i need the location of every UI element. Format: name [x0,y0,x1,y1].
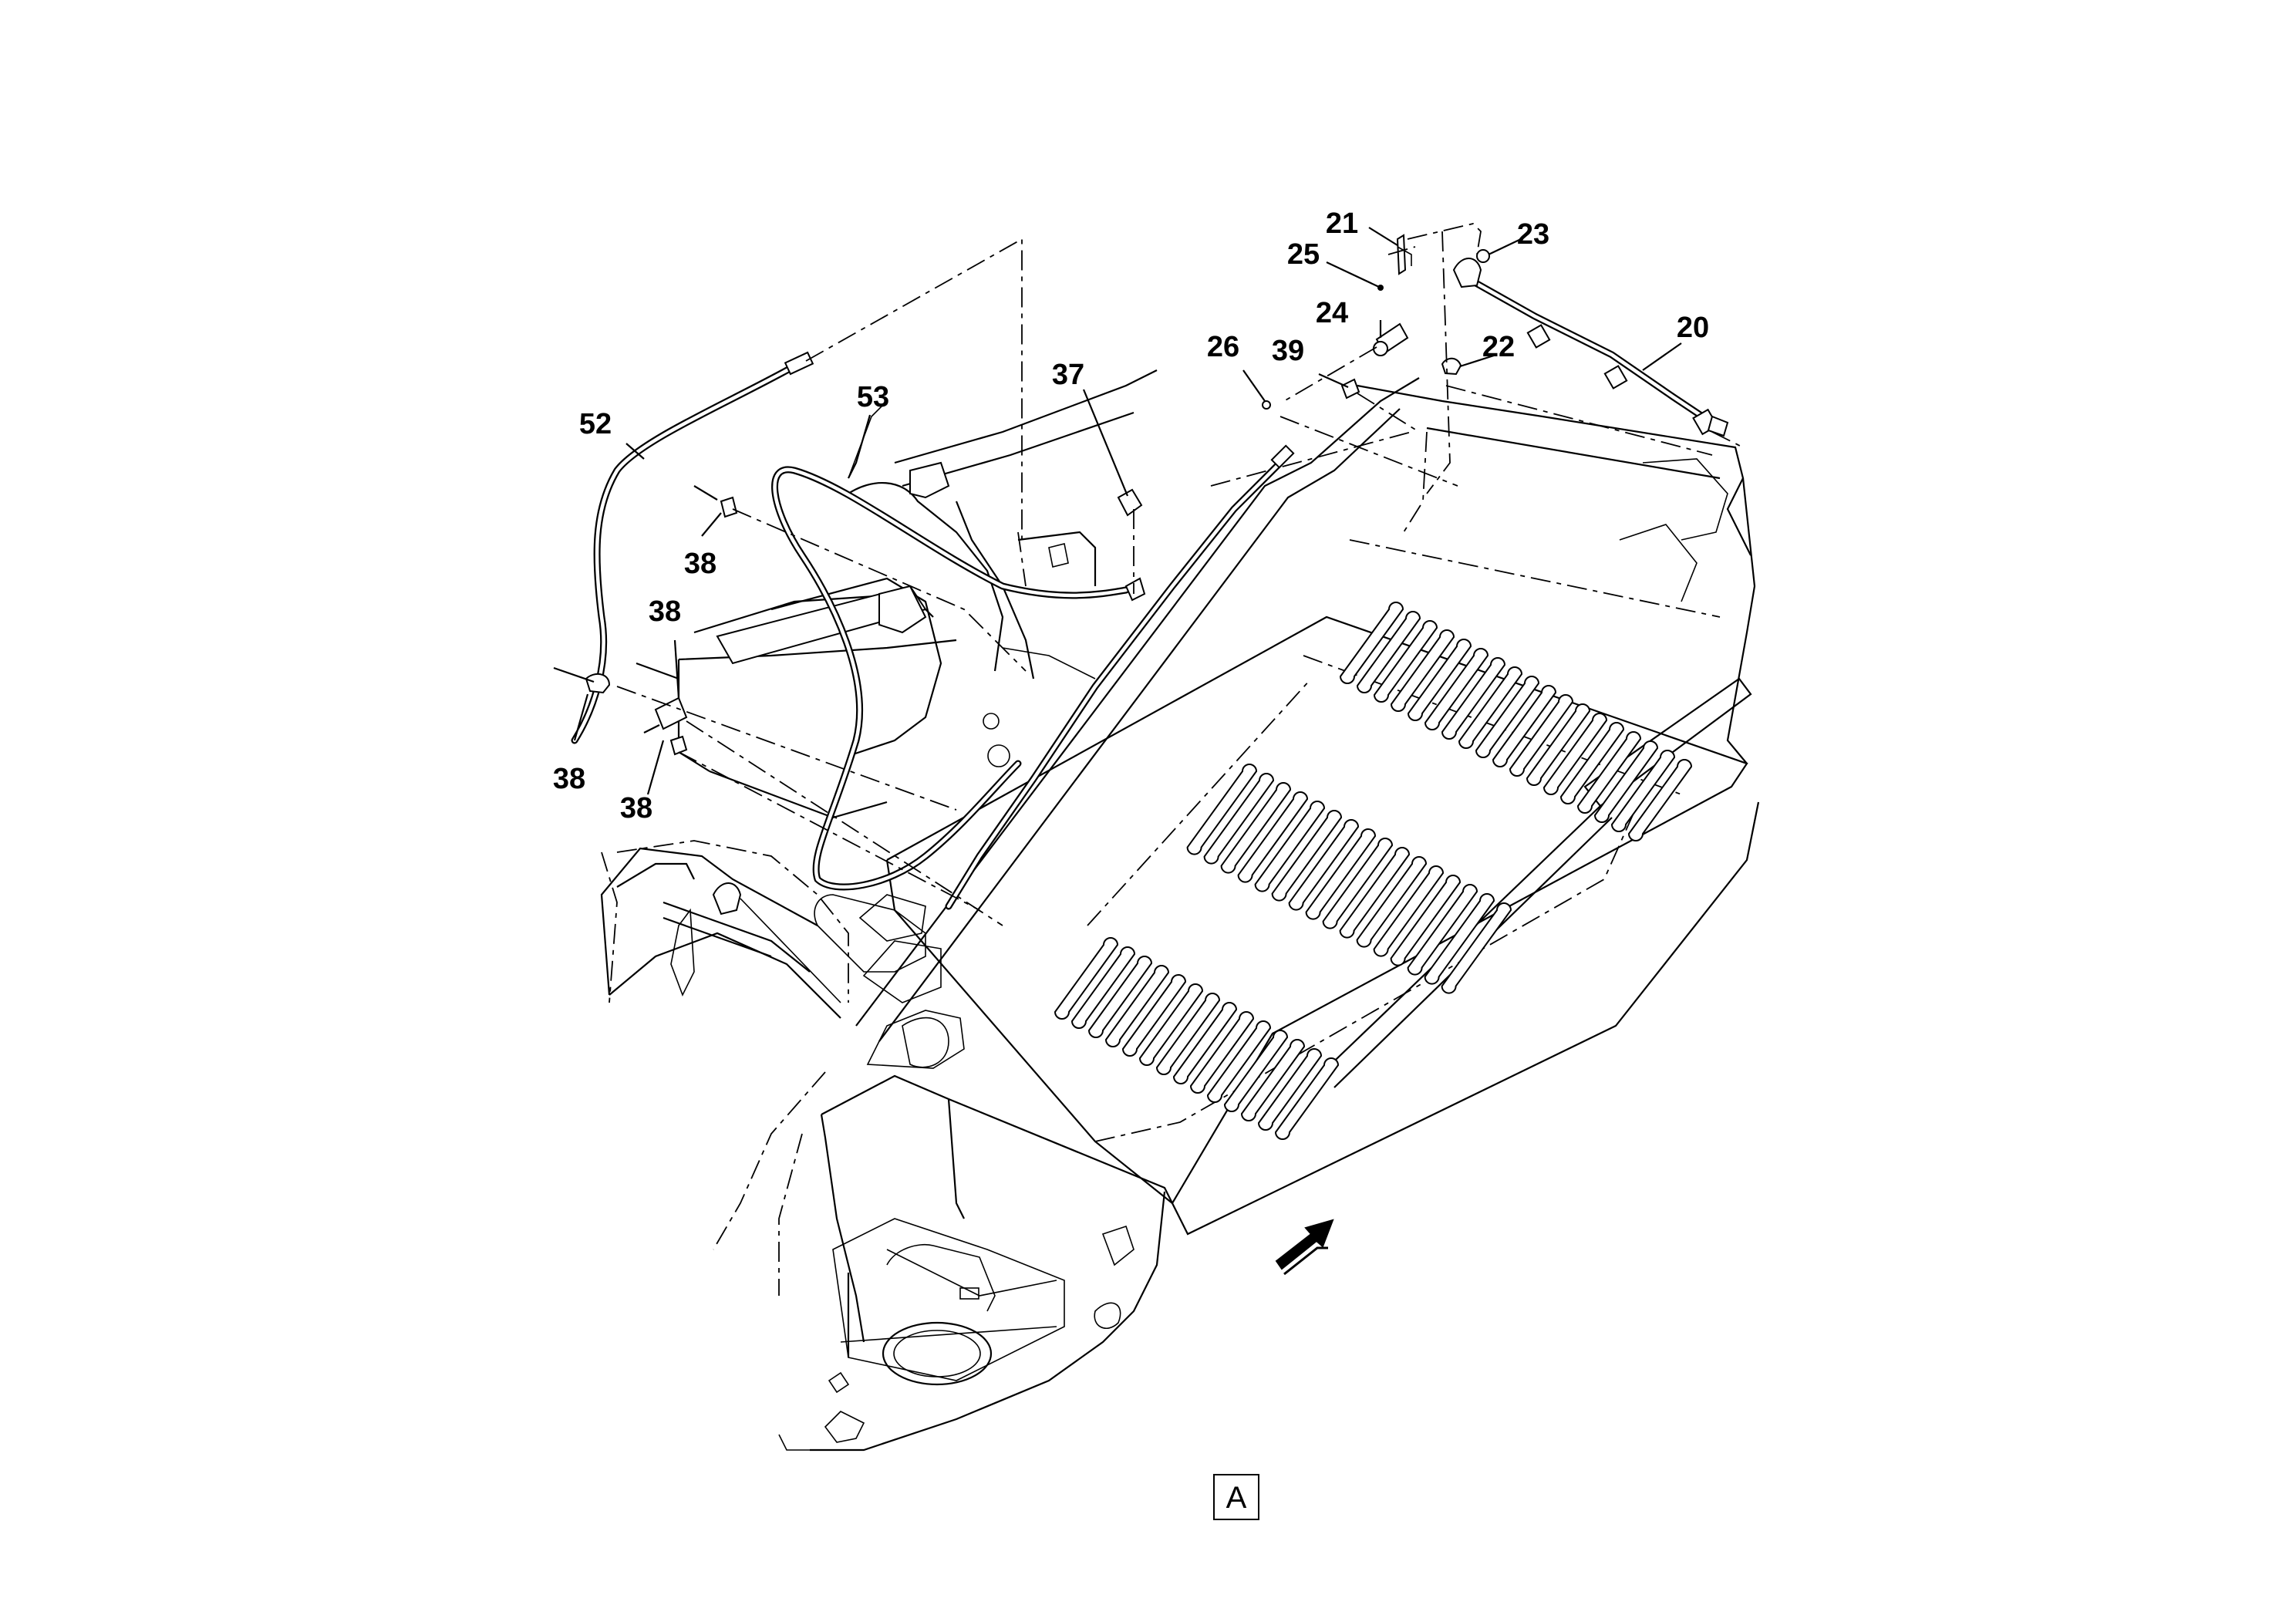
callout-52: 52 [579,408,612,440]
forward-direction-arrow-icon [1275,1219,1334,1276]
grate-slot [1424,893,1495,985]
grate-slot [1288,819,1360,911]
grate-slot [1223,1030,1289,1112]
grate-slot [1373,865,1445,957]
grate-slot [1441,657,1506,740]
grate-slot [1542,713,1608,795]
callout-25: 25 [1287,238,1320,271]
view-label: A [1226,1481,1247,1515]
lower-body [713,1071,1173,1452]
leader-lines [616,223,1744,926]
callout-leaders [573,227,1682,795]
callout-38-lower-right: 38 [620,792,652,824]
grate-slot [1509,694,1574,777]
grate-slot [1189,1011,1255,1094]
grate-slot [1257,1048,1323,1131]
grate-slot [1593,740,1659,823]
left-assembly [600,369,1158,1068]
grate-slot [1576,731,1642,814]
grate-slot [1070,946,1136,1029]
grate-slot [1424,648,1489,730]
callout-20: 20 [1677,312,1709,344]
grate-slot [1087,956,1153,1038]
grate-slot [1271,810,1343,902]
callout-37: 37 [1052,359,1084,391]
grate-slot [1390,629,1455,712]
grate-slot [1356,611,1421,693]
grate-slot [1339,602,1404,684]
callout-24: 24 [1316,297,1348,329]
callout-38-middle: 38 [649,595,681,628]
grate-slot [1305,828,1377,920]
grate-slot [1206,1020,1272,1103]
grate-slot [1373,620,1438,703]
grate-slot [1441,902,1512,994]
callout-39: 39 [1272,335,1304,367]
grate-slot [1121,974,1187,1057]
grate-slot [1240,1039,1306,1121]
hose-26 [945,444,1295,910]
tube-assembly-20 [1452,258,1729,437]
grate-slot [1407,639,1472,721]
grate-slot [1054,937,1119,1020]
callout-38-lower-left: 38 [553,763,585,795]
callout-21: 21 [1326,207,1358,240]
grate-slot [1559,722,1625,804]
grate-slot [1475,676,1540,758]
hose-53 [771,466,1130,891]
grate-slot [1322,838,1394,929]
grate-slot [1104,965,1170,1047]
grate-slot [1172,1002,1238,1084]
callout-26: 26 [1207,331,1239,363]
callout-23: 23 [1517,218,1549,251]
grate-slot [1492,685,1557,767]
grate-slot [1186,764,1258,855]
left-panel [601,851,841,1003]
grate-slot [1254,801,1326,892]
grate-slot [1407,884,1478,976]
grate-slot [1356,856,1428,948]
grate-slot [1390,875,1462,966]
grate-slot [1458,666,1523,749]
view-label-box: A [1213,1474,1259,1520]
grate-slot [1203,773,1275,865]
grate-slot [1610,750,1676,832]
callout-53: 53 [857,381,889,413]
grate-slot [1220,782,1292,874]
callout-38-upper: 38 [684,548,716,580]
grate-slot [1627,759,1693,841]
grate-slot [1237,791,1309,883]
grate-slot [1138,983,1204,1066]
grate-slot [1526,703,1591,786]
slotted-grate [1054,602,1693,1140]
callout-numbers: 20 21 22 23 24 25 26 37 38 38 38 38 39 5… [553,207,1709,824]
callout-22: 22 [1482,331,1515,363]
grate-slot [1155,993,1221,1075]
grate-slot [1274,1057,1340,1140]
grate-slot [1339,847,1411,939]
